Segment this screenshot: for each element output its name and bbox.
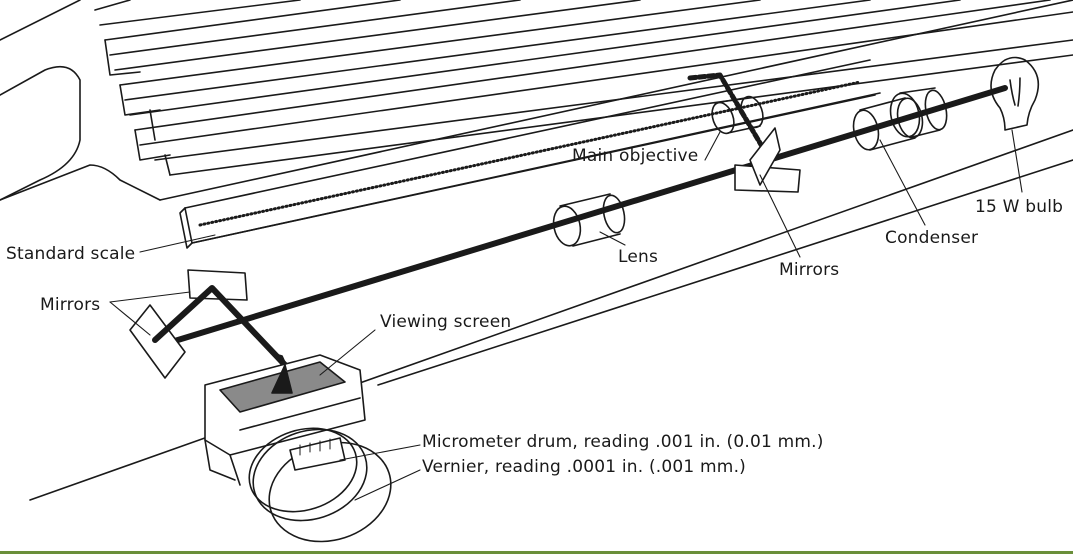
label-standard-scale: Standard scale: [6, 244, 136, 264]
label-condenser: Condenser: [885, 228, 979, 248]
viewing-head: [204, 354, 392, 543]
label-vernier: Vernier, reading .0001 in. (.001 mm.): [422, 457, 747, 477]
label-lens: Lens: [618, 247, 659, 267]
lens: [552, 193, 626, 247]
label-micrometer-drum: Micrometer drum, reading .001 in. (0.01 …: [422, 432, 824, 452]
condenser: [852, 87, 948, 151]
mirrors-right: [734, 127, 801, 193]
main-objective: [687, 72, 773, 163]
label-main-objective: Main objective: [572, 146, 699, 166]
label-mirrors-left: Mirrors: [40, 295, 101, 315]
label-mirrors-right: Mirrors: [779, 260, 840, 280]
machine-bed: [0, 0, 1073, 501]
label-viewing-screen: Viewing screen: [380, 312, 512, 332]
t-slot-rails: [94, 0, 1073, 176]
standard-scale-bar: [179, 59, 881, 249]
light-beam: [165, 85, 1008, 346]
bulb-icon: [990, 56, 1040, 131]
leader-lines: [109, 129, 1023, 501]
label-bulb: 15 W bulb: [975, 197, 1064, 217]
mirrors-left: [129, 269, 293, 379]
bottom-rule: [0, 551, 1073, 554]
